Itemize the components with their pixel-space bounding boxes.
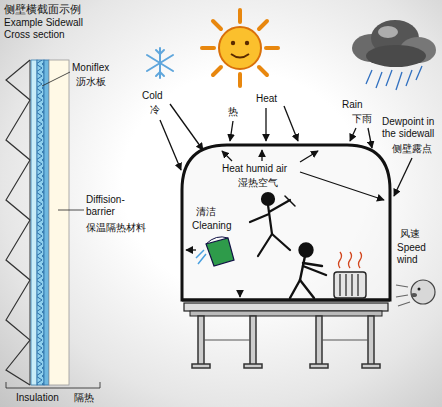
label: 侧壁露点 — [392, 143, 432, 155]
label: 湿热空气 — [238, 177, 278, 189]
label: 沥水板 — [76, 76, 106, 88]
label: Heat humid air — [222, 163, 287, 175]
snowflake — [147, 48, 173, 78]
label: Cold — [142, 90, 163, 102]
wind-face — [396, 280, 435, 306]
label: 热 — [228, 106, 238, 118]
leader-line — [58, 210, 84, 211]
label: 保温隔热材料 — [86, 222, 146, 234]
car-body — [182, 145, 390, 368]
moniflex-layer — [31, 60, 37, 385]
label: 冷 — [150, 104, 160, 116]
insulation-layer — [49, 60, 69, 385]
label: Cleaning — [192, 220, 231, 232]
label: Moniflex — [72, 62, 109, 74]
bracket — [6, 382, 100, 388]
cleaning-figure — [250, 193, 295, 256]
bucket — [196, 237, 234, 266]
truss — [6, 60, 30, 385]
label: 清洁 — [196, 206, 216, 218]
label: Heat — [256, 93, 277, 105]
sidewall-section — [6, 60, 100, 388]
label: 下雨 — [352, 113, 372, 125]
warming-figure — [290, 244, 326, 299]
label: Rain — [342, 99, 363, 111]
barrier-layer — [44, 60, 49, 385]
rain-cloud — [352, 20, 436, 90]
label: Speed wind — [397, 242, 437, 266]
sun — [202, 10, 278, 86]
arrows — [160, 104, 412, 297]
label: Dewpoint in the sidewall — [382, 116, 438, 140]
leader-line — [42, 72, 70, 86]
label: 侧壁横截面示例 — [4, 3, 81, 16]
label: Diffision-barrier — [86, 194, 148, 218]
label: Example Sidewall Cross section — [4, 17, 96, 41]
label: 风速 — [400, 228, 420, 240]
heater — [334, 252, 366, 298]
label: Insulation — [16, 392, 59, 404]
barrier-layer — [37, 60, 44, 385]
label: 隔热 — [74, 392, 94, 404]
